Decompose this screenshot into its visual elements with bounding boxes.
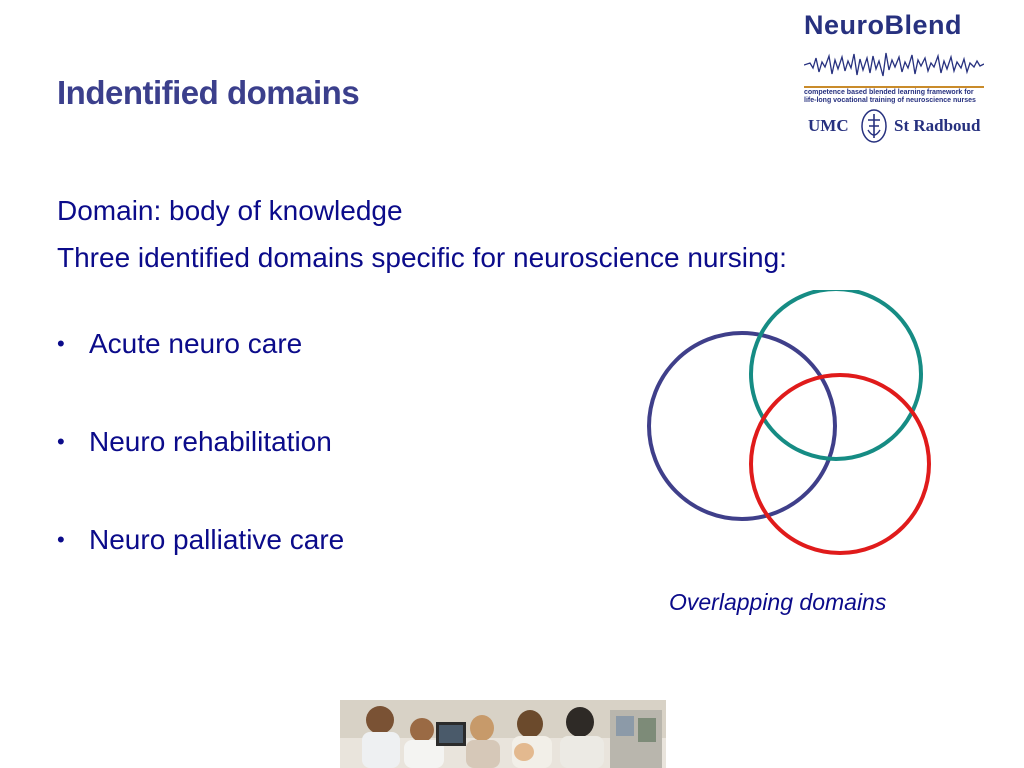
list-item-label: Acute neuro care xyxy=(89,328,303,359)
circle-purple xyxy=(647,331,837,521)
logo-tagline: competence based blended learning framew… xyxy=(804,89,976,104)
umc-label: UMC xyxy=(808,116,849,135)
intro-line-domains: Three identified domains specific for ne… xyxy=(57,242,787,273)
bullet-icon: • xyxy=(57,429,65,454)
bullet-icon: • xyxy=(57,331,65,356)
circle-red xyxy=(749,373,931,555)
domain-list: • Acute neuro care • Neuro rehabilitatio… xyxy=(57,322,344,616)
intro-text: Domain: body of knowledge Three identifi… xyxy=(57,187,787,281)
logo-divider xyxy=(804,86,984,88)
list-item: • Acute neuro care xyxy=(57,322,344,420)
list-item: • Neuro rehabilitation xyxy=(57,420,344,518)
list-item-label: Neuro rehabilitation xyxy=(89,426,332,457)
radboud-label: St Radboud xyxy=(894,116,981,135)
slide-title: Indentified domains xyxy=(57,74,360,111)
radboud-seal-icon xyxy=(861,109,887,143)
intro-line-definition: Domain: body of knowledge xyxy=(57,195,403,226)
logo-brand-name: NeuroBlend xyxy=(804,10,963,40)
venn-diagram xyxy=(647,290,931,555)
list-item-label: Neuro palliative care xyxy=(89,524,345,555)
nurses-photo-strip xyxy=(340,700,666,768)
venn-caption: Overlapping domains xyxy=(669,589,887,615)
eeg-wave-icon xyxy=(804,52,984,77)
list-item: • Neuro palliative care xyxy=(57,518,344,616)
bullet-icon: • xyxy=(57,527,65,552)
circle-teal xyxy=(749,290,923,461)
neuroblend-logo: NeuroBlend competence based blended lear… xyxy=(800,8,990,143)
